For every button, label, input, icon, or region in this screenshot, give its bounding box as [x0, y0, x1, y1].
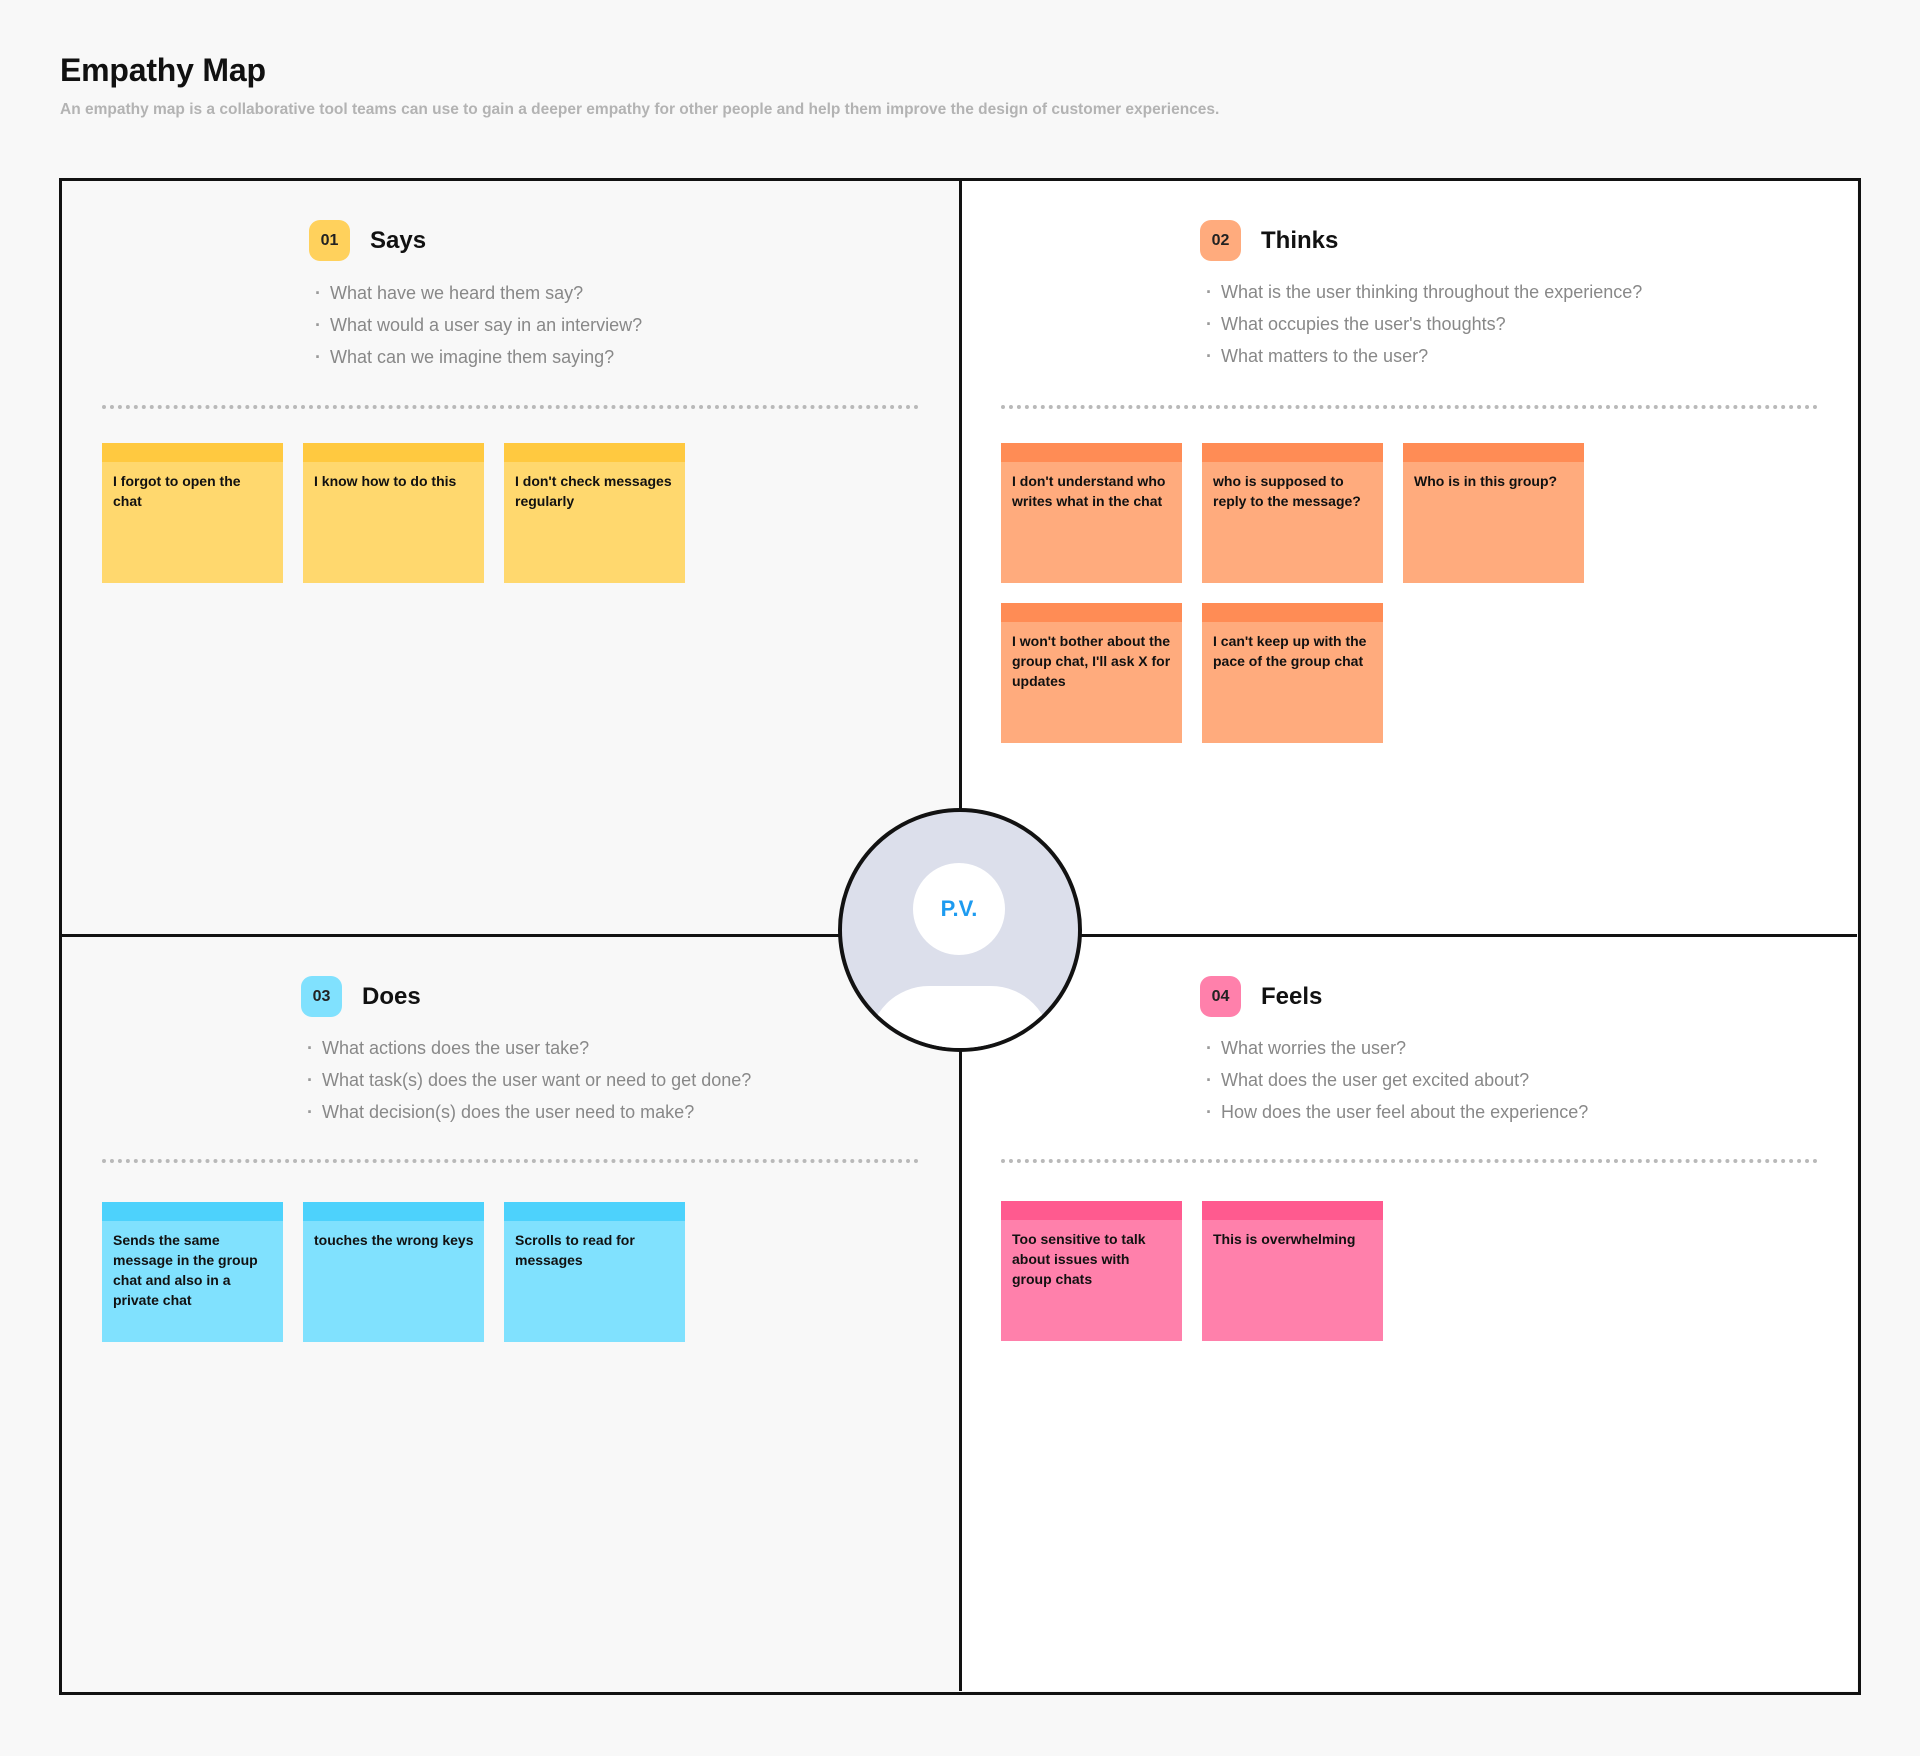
says-prompt: What have we heard them say?: [315, 277, 642, 309]
says-divider: [102, 405, 919, 409]
empathy-map-board: 01 Says What have we heard them say? Wha…: [59, 178, 1861, 1695]
thinks-divider: [1001, 405, 1818, 409]
sticky-note-text: Too sensitive to talk about issues with …: [1012, 1231, 1146, 1287]
sticky-note[interactable]: Who is in this group?: [1403, 443, 1584, 583]
does-number-badge: 03: [301, 976, 342, 1017]
thinks-notes: I don't understand who writes what in th…: [1001, 443, 1601, 743]
feels-title: Feels: [1261, 982, 1323, 1010]
sticky-note-text: I don't understand who writes what in th…: [1012, 473, 1166, 509]
sticky-note[interactable]: who is supposed to reply to the message?: [1202, 443, 1383, 583]
avatar-head: P.V.: [913, 863, 1005, 955]
thinks-number-badge: 02: [1200, 220, 1241, 261]
says-header: 01 Says: [309, 220, 426, 261]
does-title: Does: [362, 982, 421, 1010]
thinks-title: Thinks: [1261, 226, 1339, 254]
persona-initials: P.V.: [940, 896, 978, 921]
feels-prompts: What worries the user? What does the use…: [1206, 1032, 1588, 1128]
does-prompt: What decision(s) does the user need to m…: [307, 1096, 751, 1128]
sticky-note[interactable]: Sends the same message in the group chat…: [102, 1202, 283, 1342]
feels-prompt: What worries the user?: [1206, 1032, 1588, 1064]
sticky-note[interactable]: I won't bother about the group chat, I'l…: [1001, 603, 1182, 743]
does-header: 03 Does: [301, 976, 421, 1017]
says-prompt: What would a user say in an interview?: [315, 309, 642, 341]
says-number-badge: 01: [309, 220, 350, 261]
sticky-note-text: I can't keep up with the pace of the gro…: [1213, 633, 1367, 669]
feels-header: 04 Feels: [1200, 976, 1322, 1017]
sticky-note-text: Scrolls to read for messages: [515, 1232, 635, 1268]
says-prompts: What have we heard them say? What would …: [315, 277, 642, 373]
quadrant-says: 01 Says What have we heard them say? Wha…: [62, 181, 962, 937]
quadrant-does: 03 Does What actions does the user take?…: [62, 937, 962, 1691]
sticky-note-text: I don't check messages regularly: [515, 473, 672, 509]
sticky-note[interactable]: I know how to do this: [303, 443, 484, 583]
sticky-note[interactable]: I can't keep up with the pace of the gro…: [1202, 603, 1383, 743]
does-divider: [102, 1159, 919, 1163]
page-title: Empathy Map: [60, 52, 266, 88]
feels-notes: Too sensitive to talk about issues with …: [1001, 1201, 1601, 1341]
sticky-note[interactable]: I forgot to open the chat: [102, 443, 283, 583]
thinks-prompt: What occupies the user's thoughts?: [1206, 308, 1642, 340]
feels-prompt: How does the user feel about the experie…: [1206, 1096, 1588, 1128]
does-prompts: What actions does the user take? What ta…: [307, 1032, 751, 1128]
does-prompt: What task(s) does the user want or need …: [307, 1064, 751, 1096]
sticky-note-text: This is overwhelming: [1213, 1231, 1356, 1247]
sticky-note[interactable]: Scrolls to read for messages: [504, 1202, 685, 1342]
says-notes: I forgot to open the chat I know how to …: [102, 443, 922, 583]
page-description: An empathy map is a collaborative tool t…: [60, 101, 1220, 118]
feels-number-badge: 04: [1200, 976, 1241, 1017]
persona-avatar[interactable]: P.V.: [838, 808, 1082, 1052]
sticky-note-text: who is supposed to reply to the message?: [1213, 473, 1361, 509]
sticky-note-text: touches the wrong keys: [314, 1232, 474, 1248]
quadrant-feels: 04 Feels What worries the user? What doe…: [962, 937, 1857, 1691]
does-notes: Sends the same message in the group chat…: [102, 1202, 922, 1342]
avatar-body: [869, 986, 1051, 1048]
thinks-prompt: What is the user thinking throughout the…: [1206, 276, 1642, 308]
feels-prompt: What does the user get excited about?: [1206, 1064, 1588, 1096]
sticky-note[interactable]: I don't understand who writes what in th…: [1001, 443, 1182, 583]
thinks-prompts: What is the user thinking throughout the…: [1206, 276, 1642, 372]
says-title: Says: [370, 226, 427, 254]
quadrant-thinks: 02 Thinks What is the user thinking thro…: [962, 181, 1857, 937]
thinks-header: 02 Thinks: [1200, 220, 1338, 261]
sticky-note[interactable]: This is overwhelming: [1202, 1201, 1383, 1341]
sticky-note-text: Who is in this group?: [1414, 473, 1558, 489]
says-prompt: What can we imagine them saying?: [315, 341, 642, 373]
sticky-note-text: I know how to do this: [314, 473, 457, 489]
sticky-note[interactable]: Too sensitive to talk about issues with …: [1001, 1201, 1182, 1341]
feels-divider: [1001, 1159, 1818, 1163]
sticky-note-text: I forgot to open the chat: [113, 473, 241, 509]
sticky-note-text: Sends the same message in the group chat…: [113, 1232, 258, 1308]
sticky-note-text: I won't bother about the group chat, I'l…: [1012, 633, 1171, 689]
does-prompt: What actions does the user take?: [307, 1032, 751, 1064]
thinks-prompt: What matters to the user?: [1206, 340, 1642, 372]
sticky-note[interactable]: touches the wrong keys: [303, 1202, 484, 1342]
sticky-note[interactable]: I don't check messages regularly: [504, 443, 685, 583]
